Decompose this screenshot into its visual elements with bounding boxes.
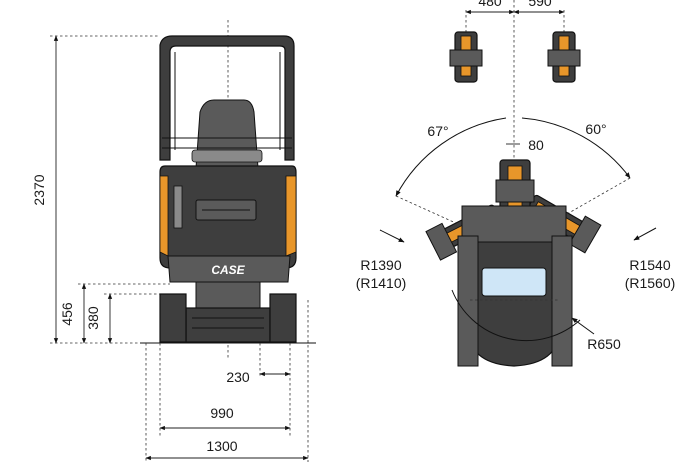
label-height-total: 2370 xyxy=(31,174,47,205)
left-track xyxy=(159,293,187,343)
label-offset-left: 480 xyxy=(478,0,502,9)
front-view: CASE 2370 456 380 230 990 1300 xyxy=(31,20,316,462)
label-width-inner: 990 xyxy=(210,405,234,421)
arm-offset-right xyxy=(547,31,581,83)
top-right-track xyxy=(551,235,573,367)
label-angle-left: 67° xyxy=(427,123,448,139)
canopy-frame xyxy=(159,35,295,161)
label-radius-left-alt: (R1410) xyxy=(356,275,407,291)
top-window xyxy=(481,267,547,297)
top-view: 480 590 67° 60° 80 xyxy=(356,0,676,367)
label-radius-right: R1540 xyxy=(629,257,670,273)
top-upper-structure xyxy=(467,239,561,367)
top-boom-base xyxy=(461,205,567,243)
label-boom-offset: 80 xyxy=(528,137,544,153)
label-height-track: 456 xyxy=(59,302,75,326)
label-width-track: 230 xyxy=(226,369,250,385)
right-track xyxy=(269,293,297,343)
right-orange-cover xyxy=(285,175,297,257)
label-height-ground: 380 xyxy=(85,306,101,330)
top-left-track xyxy=(457,235,479,367)
brand-logo: CASE xyxy=(211,263,245,277)
label-offset-right: 590 xyxy=(528,0,552,9)
arm-offset-left xyxy=(449,31,483,83)
arc-rear-radius xyxy=(451,289,581,342)
counterweight xyxy=(167,255,291,283)
label-angle-right: 60° xyxy=(585,121,606,137)
arc-swing-right xyxy=(521,117,631,179)
swing-bearing xyxy=(195,281,261,311)
label-radius-rear: R650 xyxy=(587,336,621,352)
label-width-total: 1300 xyxy=(206,438,237,454)
left-orange-cover xyxy=(159,175,169,257)
label-radius-right-alt: (R1560) xyxy=(625,275,676,291)
label-radius-left: R1390 xyxy=(360,257,401,273)
arc-swing-left xyxy=(395,117,507,197)
blade xyxy=(185,307,271,343)
